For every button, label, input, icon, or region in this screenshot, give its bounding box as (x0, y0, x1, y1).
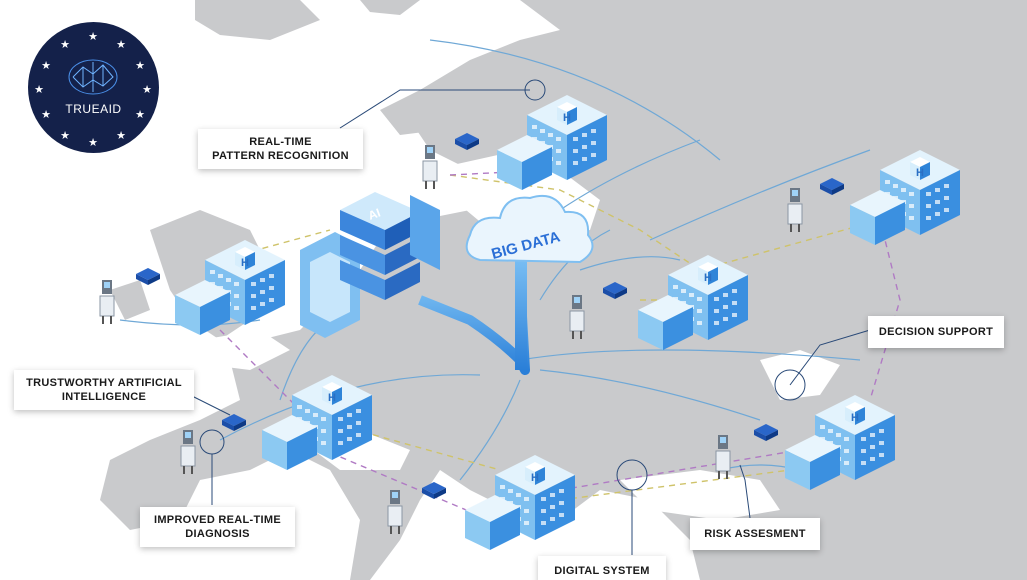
ai-server: AI (300, 192, 440, 338)
ai-server-label: AI (366, 206, 382, 223)
svg-text:★: ★ (135, 108, 145, 121)
svg-text:★: ★ (60, 38, 70, 51)
big-data-cloud: BIG DATA (465, 194, 594, 264)
svg-text:★: ★ (135, 59, 145, 72)
brain-network-icon (68, 59, 118, 95)
svg-text:★: ★ (88, 136, 98, 149)
label-pattern-recognition: REAL-TIME PATTERN RECOGNITION (198, 129, 363, 169)
label-line: DIGITAL SYSTEM (554, 565, 650, 577)
svg-text:★: ★ (41, 59, 51, 72)
label-line: DECISION SUPPORT (878, 326, 994, 338)
label-digital-system: DIGITAL SYSTEM (538, 556, 666, 580)
logo-stars: ★ ★ ★ ★ ★ ★ ★ ★ ★ ★ ★ ★ (34, 30, 152, 149)
label-line: IMPROVED REAL-TIME (153, 514, 281, 526)
trueaid-logo: ★ ★ ★ ★ ★ ★ ★ ★ ★ ★ ★ ★ TRUEAID (28, 22, 159, 153)
label-trustworthy-ai: TRUSTWORTHY ARTIFICIAL INTELLIGENCE (14, 370, 194, 410)
medical-monitor-icon (422, 144, 438, 190)
label-line: TRUSTWORTHY ARTIFICIAL (26, 377, 182, 389)
callout-lines (189, 79, 871, 555)
label-line: RISK ASSESMENT (704, 528, 806, 540)
svg-text:★: ★ (88, 30, 98, 43)
medical-monitor-icon (99, 279, 115, 325)
cloud-pillar (515, 250, 527, 370)
svg-text:★: ★ (60, 129, 70, 142)
svg-text:★: ★ (116, 129, 126, 142)
svg-text:★: ★ (34, 83, 44, 96)
label-line: PATTERN RECOGNITION (212, 150, 349, 162)
label-improved-diagnosis: IMPROVED REAL-TIME DIAGNOSIS (140, 507, 295, 547)
label-risk-assessment: RISK ASSESMENT (690, 518, 820, 550)
svg-text:★: ★ (116, 38, 126, 51)
label-line: DIAGNOSIS (185, 528, 250, 540)
label-line: REAL-TIME (249, 136, 312, 148)
svg-text:★: ★ (41, 108, 51, 121)
logo-text: TRUEAID (65, 102, 122, 116)
label-decision-support: DECISION SUPPORT (868, 316, 1004, 348)
svg-text:★: ★ (142, 83, 152, 96)
label-line: INTELLIGENCE (61, 391, 147, 403)
